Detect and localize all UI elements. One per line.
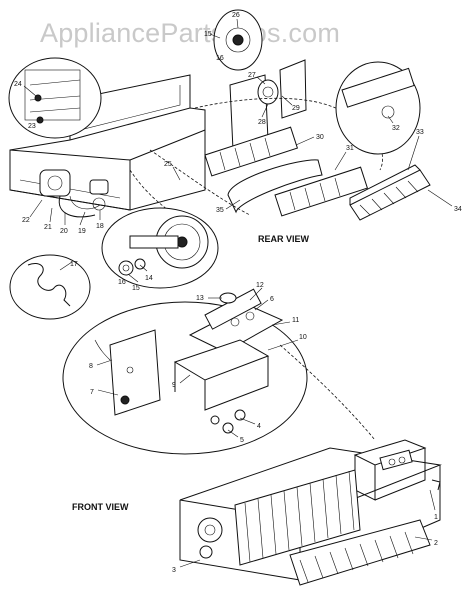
callout-16-top: 16: [216, 55, 224, 62]
filter-grille: [349, 164, 431, 221]
callout-1: 1: [434, 514, 438, 521]
callout-17: 17: [70, 261, 78, 268]
callout-18: 18: [96, 223, 104, 230]
callout-7: 7: [90, 389, 94, 396]
watermark: AppliancePartsPros.com: [40, 18, 340, 48]
callout-20: 20: [60, 228, 68, 235]
callout-8: 8: [89, 363, 93, 370]
blower-wheel-left: [204, 126, 299, 177]
callout-4: 4: [257, 423, 261, 430]
callout-26: 26: [232, 12, 240, 19]
callout-6: 6: [270, 296, 274, 303]
callout-32: 32: [392, 125, 400, 132]
callout-21: 21: [44, 224, 52, 231]
callout-15-top: 15: [204, 31, 212, 38]
callout-13: 13: [196, 295, 204, 302]
callout-11: 11: [292, 317, 299, 324]
front-assembly: [62, 288, 442, 586]
front-view-label: FRONT VIEW: [72, 502, 129, 512]
callout-23: 23: [28, 123, 36, 130]
callout-35: 35: [216, 207, 224, 214]
callout-5: 5: [240, 437, 244, 444]
rear-view-label: REAR VIEW: [258, 234, 310, 244]
callout-25: 25: [164, 161, 172, 168]
blower-wheel-right: [274, 166, 369, 217]
callout-15: 15: [132, 285, 140, 292]
callout-16: 16: [118, 279, 126, 286]
callout-19: 19: [78, 228, 86, 235]
callout-14: 14: [145, 275, 153, 282]
callout-10: 10: [299, 334, 307, 341]
callouts: 1 2 3 4 5 6 7 8 9 10 11 12 13 14 15 16 1…: [14, 12, 462, 574]
callout-22: 22: [22, 217, 30, 224]
callout-29: 29: [292, 105, 300, 112]
callout-2: 2: [434, 540, 438, 547]
callout-9: 9: [172, 382, 176, 389]
callout-24: 24: [14, 81, 22, 88]
callout-30: 30: [316, 134, 324, 141]
callout-28: 28: [258, 119, 266, 126]
callout-33: 33: [416, 129, 424, 136]
callout-3: 3: [172, 567, 176, 574]
rear-assembly: [8, 9, 431, 320]
callout-34: 34: [454, 206, 462, 213]
callout-31: 31: [346, 145, 354, 152]
callout-27: 27: [248, 72, 256, 79]
callout-12: 12: [256, 282, 264, 289]
front-grille: [289, 519, 431, 586]
